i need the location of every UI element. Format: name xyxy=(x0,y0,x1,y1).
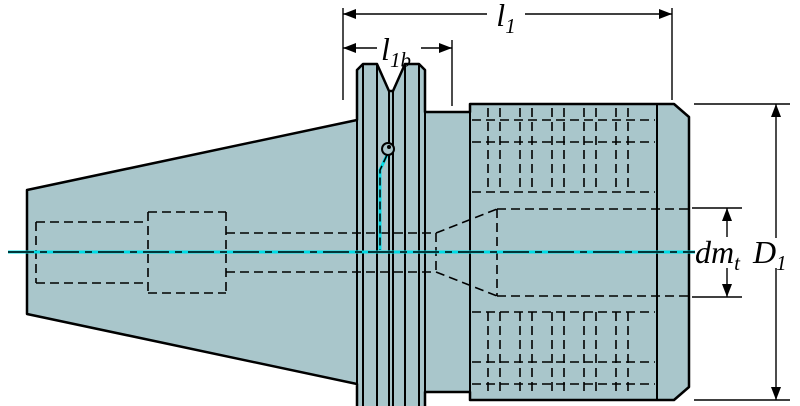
set-screw xyxy=(381,142,395,156)
dim-dmt: dmt xyxy=(692,207,742,298)
set-screw-point xyxy=(387,145,391,149)
dim-d1: D1 xyxy=(694,103,790,401)
set-screw-head xyxy=(381,142,395,156)
top-drive-slots-hidden xyxy=(472,108,655,193)
bottom-drive-slots-hidden xyxy=(472,311,655,396)
coolant-channel-dashed-line xyxy=(379,154,388,250)
dim-d1-arrow-top xyxy=(771,104,781,117)
coolant-channel xyxy=(378,154,389,250)
dim-l1b-arrow-right xyxy=(439,43,452,53)
dimensions: l1 l1b dmt D1 xyxy=(342,0,790,401)
dim-l1b-arrow-left xyxy=(343,43,356,53)
label-dmt: dmt xyxy=(695,234,741,275)
dim-dmt-arrow-top xyxy=(722,208,732,221)
dim-l1-arrow-right xyxy=(659,9,672,19)
dim-l1-arrow-left xyxy=(343,9,356,19)
dim-d1-lines xyxy=(694,103,790,401)
dim-d1-arrow-bottom xyxy=(771,387,781,400)
label-d1: D1 xyxy=(752,234,787,275)
label-l1: l1 xyxy=(496,0,515,38)
dim-l1-lines xyxy=(342,8,673,100)
dim-dmt-lines xyxy=(692,207,742,298)
dim-l1: l1 xyxy=(342,0,673,100)
label-l1b: l1b xyxy=(381,31,411,72)
dim-l1b: l1b xyxy=(343,31,453,106)
dim-dmt-arrow-bottom xyxy=(722,284,732,297)
